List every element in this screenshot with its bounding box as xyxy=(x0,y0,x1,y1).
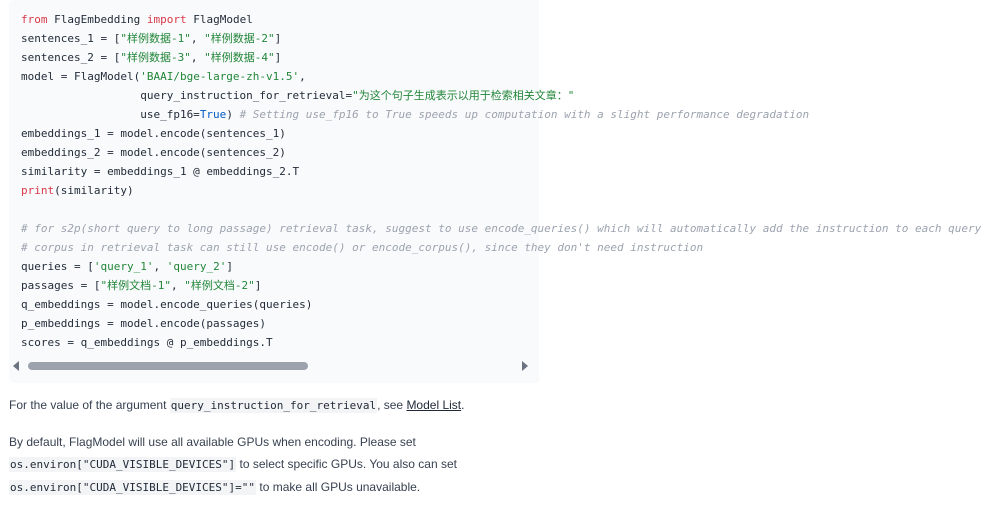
inline-code: query_instruction_for_retrieval xyxy=(169,398,378,413)
inline-code: os.environ["CUDA_VISIBLE_DEVICES"]="" xyxy=(9,480,257,495)
code-token: , xyxy=(170,279,185,292)
text: By default, FlagModel will use all avail… xyxy=(9,435,416,449)
code-string: 'BAAI/bge-large-zh-v1.5' xyxy=(140,70,300,83)
gpu-note: By default, FlagModel will use all avail… xyxy=(9,431,534,499)
code-string: "样例数据-1" xyxy=(120,32,191,45)
model-list-note: For the value of the argument query_inst… xyxy=(9,394,534,417)
text: , see xyxy=(377,398,407,412)
code-token: , xyxy=(190,32,205,45)
code-token: import xyxy=(146,13,187,26)
code-string: "为这个句子生成表示以用于检索相关文章：" xyxy=(352,89,575,102)
code-token: , xyxy=(153,260,167,273)
code-token: sentences_1 = [ xyxy=(21,32,121,45)
code-token: FlagModel xyxy=(186,13,253,26)
code-token: from xyxy=(21,13,48,26)
horizontal-scrollbar[interactable] xyxy=(9,359,539,375)
text: to select specific GPUs. You also can se… xyxy=(236,457,457,471)
code-comment: # corpus in retrieval task can still use… xyxy=(21,241,704,254)
code-token: sentences_2 = [ xyxy=(21,51,121,64)
code-token: ] xyxy=(274,32,282,45)
inline-code: os.environ["CUDA_VISIBLE_DEVICES"] xyxy=(9,457,237,472)
code-comment: # Setting use_fp16 to True speeds up com… xyxy=(239,108,810,121)
code-token: ] xyxy=(274,51,282,64)
scrollbar-thumb[interactable] xyxy=(28,362,308,370)
text: . xyxy=(461,398,465,412)
code-token: FlagEmbedding xyxy=(47,13,147,26)
code-token: query_instruction_for_retrieval= xyxy=(21,89,353,102)
scroll-right-arrow-icon[interactable] xyxy=(522,361,528,371)
code-token: (similarity) xyxy=(54,184,134,197)
code-token: ] xyxy=(226,260,233,273)
code-string: "样例数据-4" xyxy=(204,51,275,64)
code-string: "样例数据-3" xyxy=(120,51,191,64)
code-line: embeddings_1 = model.encode(sentences_1) xyxy=(21,127,286,140)
code-token: ) xyxy=(226,108,240,121)
code-line: embeddings_2 = model.encode(sentences_2) xyxy=(21,146,286,159)
code-token: queries = [ xyxy=(21,260,94,273)
code-token: ] xyxy=(254,279,262,292)
text: to make all GPUs unavailable. xyxy=(256,480,421,494)
code-block: from FlagEmbedding import FlagModel sent… xyxy=(9,0,981,383)
code-comment: # for s2p(short query to long passage) r… xyxy=(21,222,981,235)
model-list-link[interactable]: Model List xyxy=(406,398,462,412)
scroll-left-arrow-icon[interactable] xyxy=(13,361,19,371)
text: For the value of the argument xyxy=(9,398,170,412)
code-token: , xyxy=(190,51,205,64)
code-builtin: True xyxy=(199,108,227,121)
code-content: from FlagEmbedding import FlagModel sent… xyxy=(21,10,981,352)
code-line: p_embeddings = model.encode(passages) xyxy=(21,317,267,330)
code-line: similarity = embeddings_1 @ embeddings_2… xyxy=(21,165,300,178)
code-string: 'query_2' xyxy=(166,260,227,273)
code-string: 'query_1' xyxy=(93,260,154,273)
code-token: passages = [ xyxy=(21,279,101,292)
code-line: q_embeddings = model.encode_queries(quer… xyxy=(21,298,313,311)
code-builtin: print xyxy=(21,184,55,197)
code-token: model = FlagModel( xyxy=(21,70,141,83)
code-token: , xyxy=(299,70,306,83)
code-string: "样例文档-2" xyxy=(184,279,255,292)
code-string: "样例文档-1" xyxy=(100,279,171,292)
code-line: scores = q_embeddings @ p_embeddings.T xyxy=(21,336,273,349)
code-string: "样例数据-2" xyxy=(204,32,275,45)
code-token: use_fp16= xyxy=(21,108,200,121)
